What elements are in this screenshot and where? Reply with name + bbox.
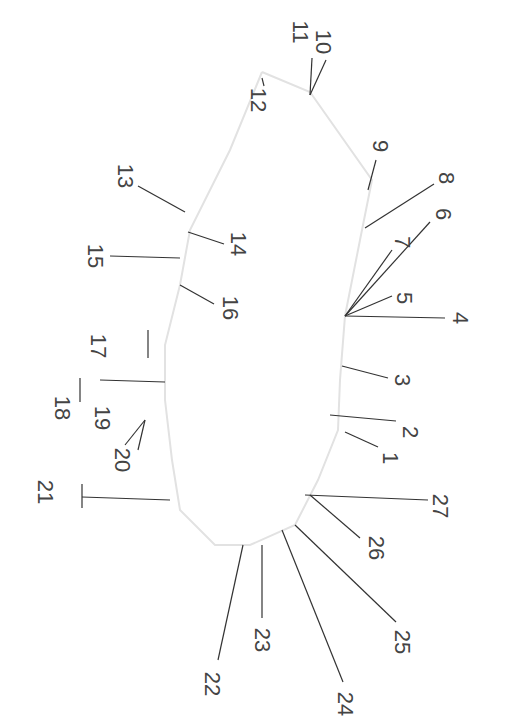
- leader-line: [100, 380, 165, 382]
- callout-number: 22: [201, 672, 223, 696]
- leader-line: [82, 497, 170, 500]
- leader-line: [345, 250, 392, 316]
- callout-number: 27: [429, 494, 451, 518]
- callout-number: 6: [432, 208, 454, 220]
- callout-number: 17: [87, 334, 109, 358]
- callout-number: 5: [393, 292, 415, 304]
- callout-number: 13: [114, 164, 136, 188]
- faint-object-outline: [165, 72, 372, 545]
- leader-line: [330, 415, 396, 421]
- callout-number: 3: [391, 374, 413, 386]
- callout-number: 9: [369, 140, 391, 152]
- callout-number: 26: [365, 536, 387, 560]
- leader-line: [295, 525, 396, 622]
- callout-number: 2: [399, 426, 421, 438]
- leader-line: [365, 184, 434, 228]
- leader-line: [305, 495, 428, 500]
- leader-line: [81, 484, 82, 508]
- callout-number: 23: [251, 628, 273, 652]
- leader-line: [261, 545, 262, 618]
- leader-line: [342, 366, 388, 378]
- leader-line: [310, 60, 326, 95]
- leader-line: [110, 256, 180, 258]
- callout-number: 10: [312, 30, 334, 54]
- callout-number: 14: [227, 232, 249, 256]
- leader-line: [282, 530, 343, 682]
- leader-line: [345, 316, 445, 318]
- callout-number: 4: [449, 312, 471, 324]
- leader-line: [188, 232, 224, 244]
- callout-number: 7: [391, 236, 413, 248]
- leader-line: [345, 432, 378, 447]
- callout-number: 24: [334, 692, 356, 716]
- leader-line: [368, 160, 376, 190]
- leader-line: [310, 495, 360, 538]
- callout-number: 1: [379, 452, 401, 464]
- callout-number: 19: [91, 406, 113, 430]
- callout-number: 11: [289, 21, 311, 44]
- leader-line: [180, 285, 214, 304]
- leader-lines: [80, 58, 445, 682]
- callout-number: 25: [391, 630, 413, 654]
- callout-number: 18: [51, 396, 73, 420]
- leader-line: [310, 58, 312, 95]
- callout-number: 15: [84, 244, 106, 268]
- leader-line: [345, 222, 430, 316]
- callout-number: 16: [219, 296, 241, 320]
- leader-line: [218, 545, 243, 660]
- leader-line: [79, 378, 80, 402]
- callout-number: 20: [111, 448, 133, 472]
- leader-line: [262, 78, 264, 86]
- leader-line: [138, 420, 145, 450]
- callout-number: 12: [247, 88, 269, 112]
- leader-line: [147, 330, 148, 358]
- callout-number: 21: [34, 480, 56, 504]
- object-outline: [165, 72, 372, 545]
- leader-line: [138, 186, 185, 212]
- callout-number: 8: [435, 172, 457, 184]
